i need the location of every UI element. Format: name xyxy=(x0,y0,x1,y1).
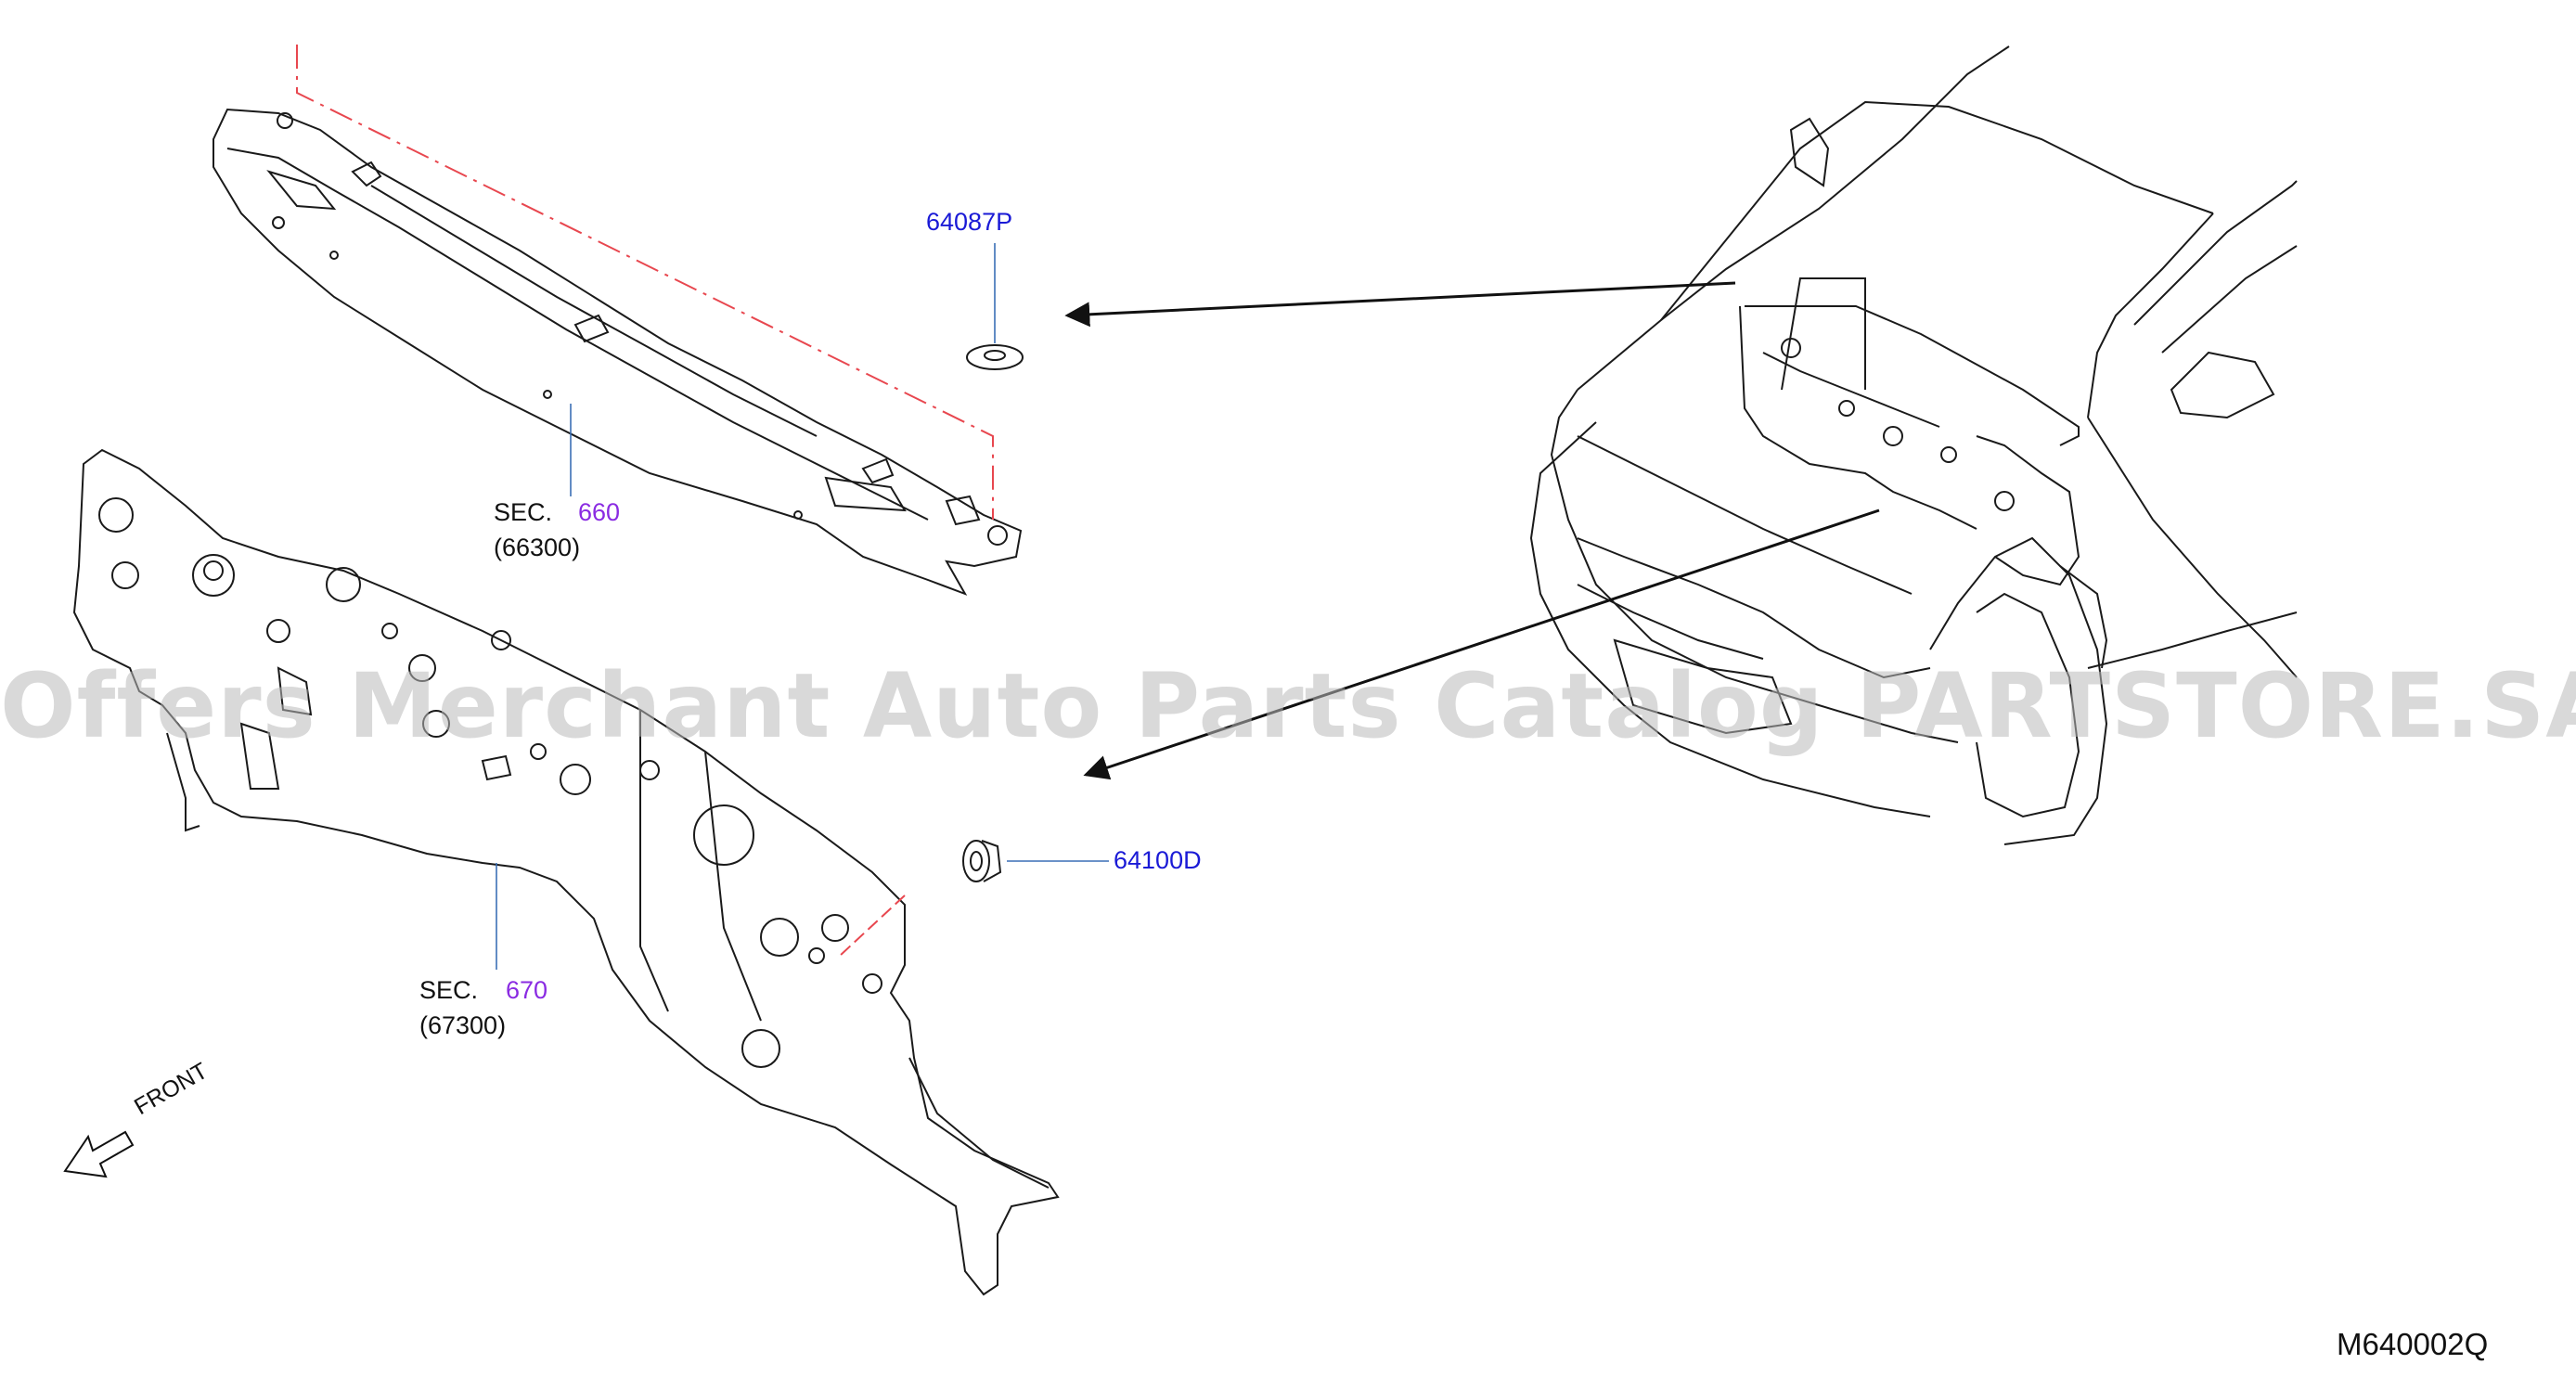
cowl-top-panel xyxy=(213,108,1023,596)
section-ref-66300: (66300) xyxy=(494,534,581,561)
part-number-64087p[interactable]: 64087P xyxy=(926,208,1013,236)
section-link-670[interactable]: 670 xyxy=(506,976,548,1004)
diagram-code: M640002Q xyxy=(2337,1327,2489,1361)
front-arrow-icon xyxy=(63,1130,135,1178)
arrow-to-dash xyxy=(1083,508,1880,780)
alignment-line xyxy=(296,45,994,520)
section-ref-67300: (67300) xyxy=(419,1011,507,1039)
arrow-to-cowl xyxy=(1064,281,1736,328)
section-link-660[interactable]: 660 xyxy=(578,498,621,526)
grommet-dash-line xyxy=(839,894,906,957)
vehicle-outline xyxy=(1529,45,2298,845)
grommet-64100d xyxy=(962,840,1002,882)
leader-lines xyxy=(496,243,1109,970)
clip-64087p xyxy=(966,344,1024,370)
section-prefix-660: SEC. xyxy=(494,498,553,526)
part-number-64100d[interactable]: 64100D xyxy=(1114,846,1202,874)
dash-panel xyxy=(72,448,1060,1296)
watermark: Offers Merchant Auto Parts Catalog PARTS… xyxy=(0,654,2576,758)
section-prefix-670: SEC. xyxy=(419,976,479,1004)
